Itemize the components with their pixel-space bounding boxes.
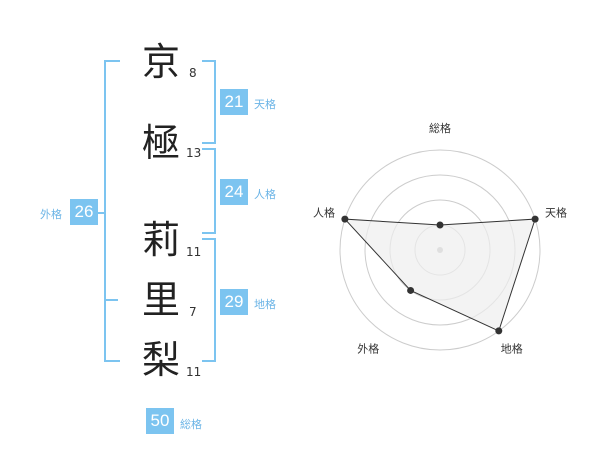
jinkaku-value: 24 — [220, 179, 248, 205]
jinkaku-label: 人格 — [254, 188, 276, 201]
radar-point-2 — [531, 215, 539, 223]
radar-grid-ring — [339, 149, 541, 351]
name-char-2: 極 — [141, 121, 180, 165]
stroke-count-5: 11 — [186, 365, 202, 379]
gaikaku-bracket — [104, 60, 120, 362]
stroke-count-3: 11 — [186, 245, 202, 259]
tenkaku-value: 21 — [220, 89, 248, 115]
gaikaku-bracket-tick — [106, 299, 118, 301]
radar-axis-label-5: 人格 — [313, 205, 335, 219]
radar-point-1 — [436, 221, 444, 229]
jinkaku-bracket — [202, 148, 216, 234]
name-char-3: 莉 — [141, 218, 180, 262]
radar-axis-label-4: 外格 — [357, 342, 379, 356]
tenkaku-label: 天格 — [254, 98, 276, 111]
stroke-count-2: 13 — [186, 146, 202, 160]
chikaku-bracket — [202, 238, 216, 362]
stroke-count-4: 7 — [189, 305, 197, 319]
soukaku-label: 総格 — [180, 418, 202, 431]
radar-points — [341, 215, 539, 335]
gaikaku-bracket-connector — [96, 212, 104, 214]
soukaku-value: 50 — [146, 408, 174, 434]
radar-axis-label-1: 総格 — [429, 121, 451, 135]
stroke-count-1: 8 — [189, 66, 197, 80]
radar-point-3 — [495, 327, 503, 335]
radar-axis-label-2: 天格 — [545, 205, 567, 219]
tenkaku-bracket — [202, 60, 216, 144]
chikaku-value: 29 — [220, 289, 248, 315]
name-char-5: 梨 — [141, 338, 180, 382]
radar-axis-label-3: 地格 — [501, 342, 523, 356]
name-char-4: 里 — [141, 278, 180, 322]
gaikaku-value: 26 — [70, 199, 98, 225]
radar-point-4 — [407, 286, 415, 294]
gaikaku-label: 外格 — [40, 208, 62, 221]
chikaku-label: 地格 — [254, 298, 276, 311]
radar-data-shape — [343, 218, 536, 332]
radar-point-5 — [341, 215, 349, 223]
name-char-1: 京 — [141, 40, 180, 84]
